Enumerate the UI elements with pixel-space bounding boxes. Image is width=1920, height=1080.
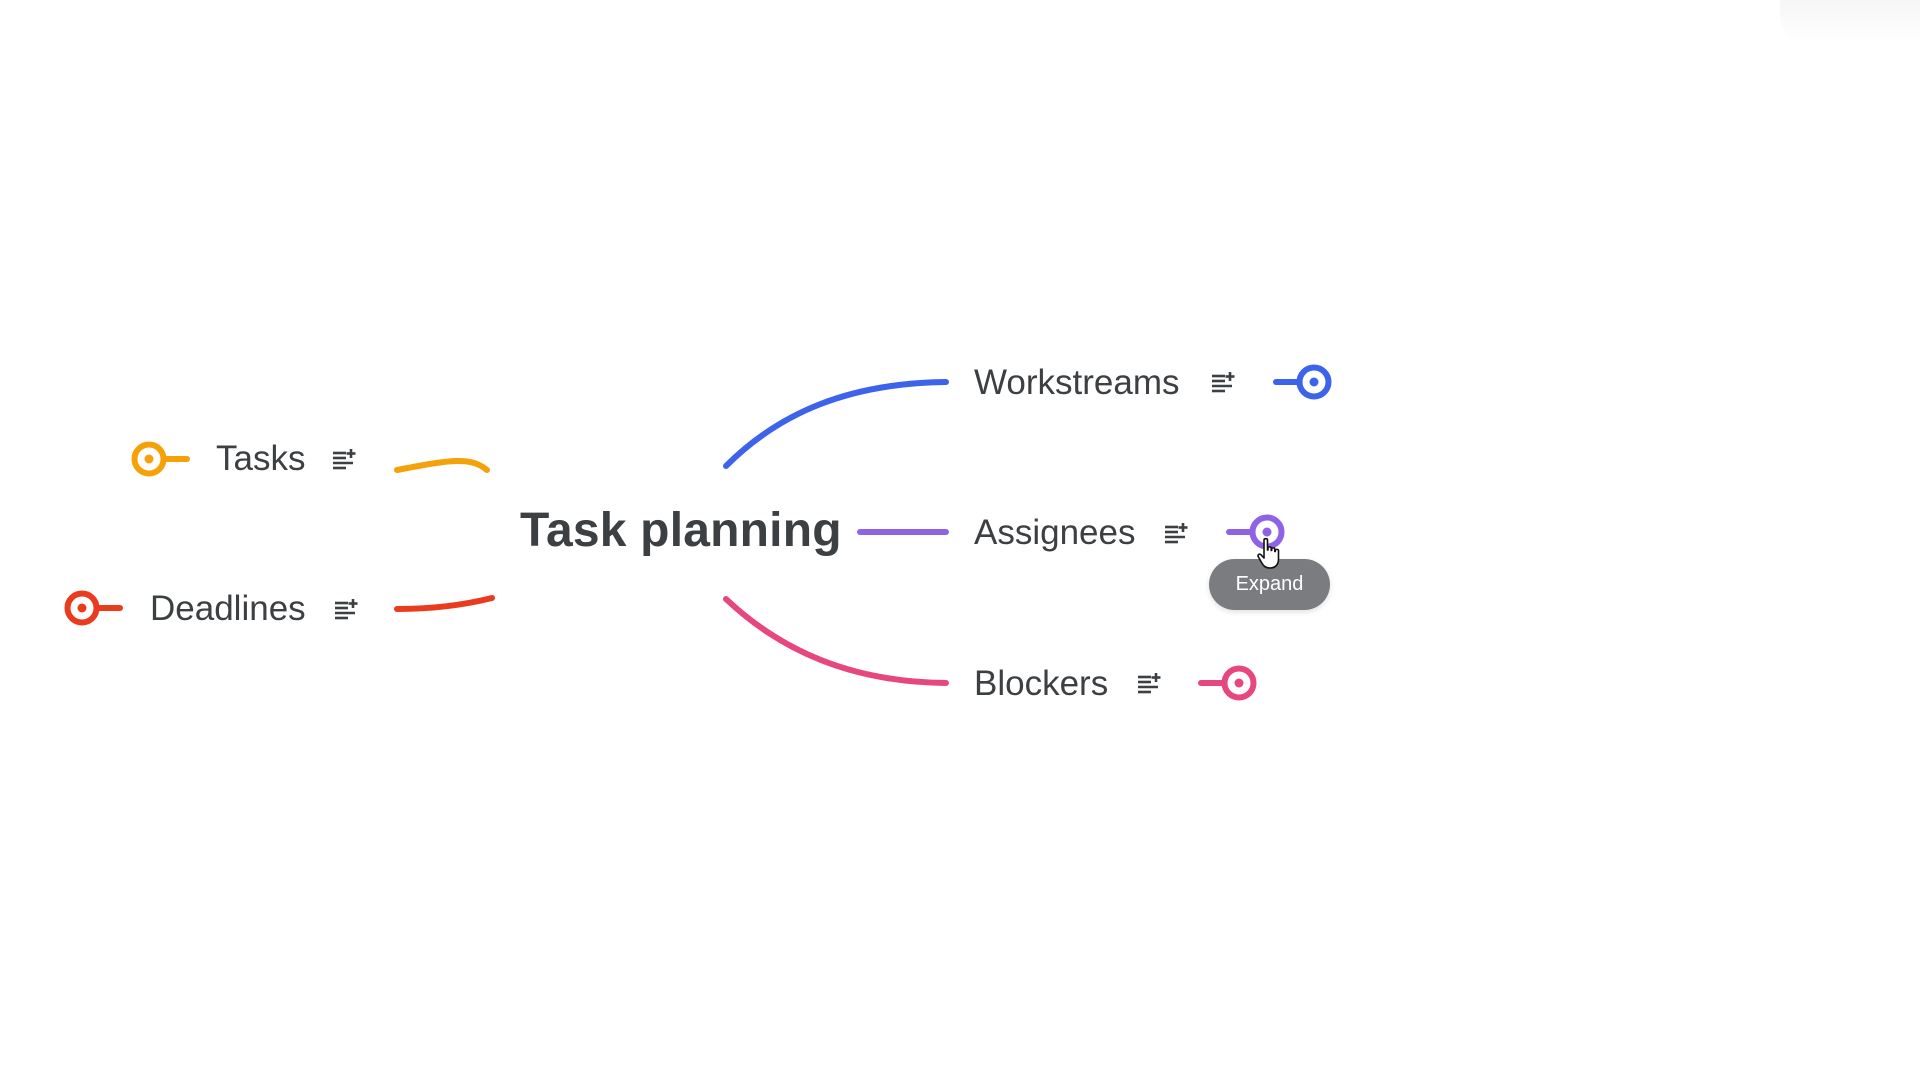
branch-label-assignees[interactable]: Assignees <box>974 513 1136 552</box>
expand-handle-icon[interactable] <box>1197 663 1261 703</box>
connector-blockers <box>723 596 949 686</box>
add-note-icon[interactable] <box>1210 369 1236 395</box>
add-note-icon[interactable] <box>1163 520 1189 546</box>
add-note-icon[interactable] <box>333 596 359 622</box>
expand-handle-icon[interactable] <box>1272 362 1336 402</box>
branch-label-blockers[interactable]: Blockers <box>974 664 1109 703</box>
add-note-icon[interactable] <box>331 446 357 472</box>
expand-handle-icon[interactable] <box>62 588 126 628</box>
hand-pointer-cursor <box>1257 537 1280 569</box>
connector-tasks <box>394 458 490 473</box>
branch-label-tasks[interactable]: Tasks <box>216 439 306 478</box>
expand-handle-icon[interactable] <box>129 439 193 479</box>
add-note-icon[interactable] <box>1136 670 1162 696</box>
toolbar-shadow <box>1780 0 1920 44</box>
branch-label-workstreams[interactable]: Workstreams <box>974 363 1180 402</box>
connector-workstreams <box>723 379 949 469</box>
connector-deadlines <box>394 595 495 612</box>
central-topic[interactable]: Task planning <box>520 504 842 557</box>
branch-label-deadlines[interactable]: Deadlines <box>150 589 306 628</box>
